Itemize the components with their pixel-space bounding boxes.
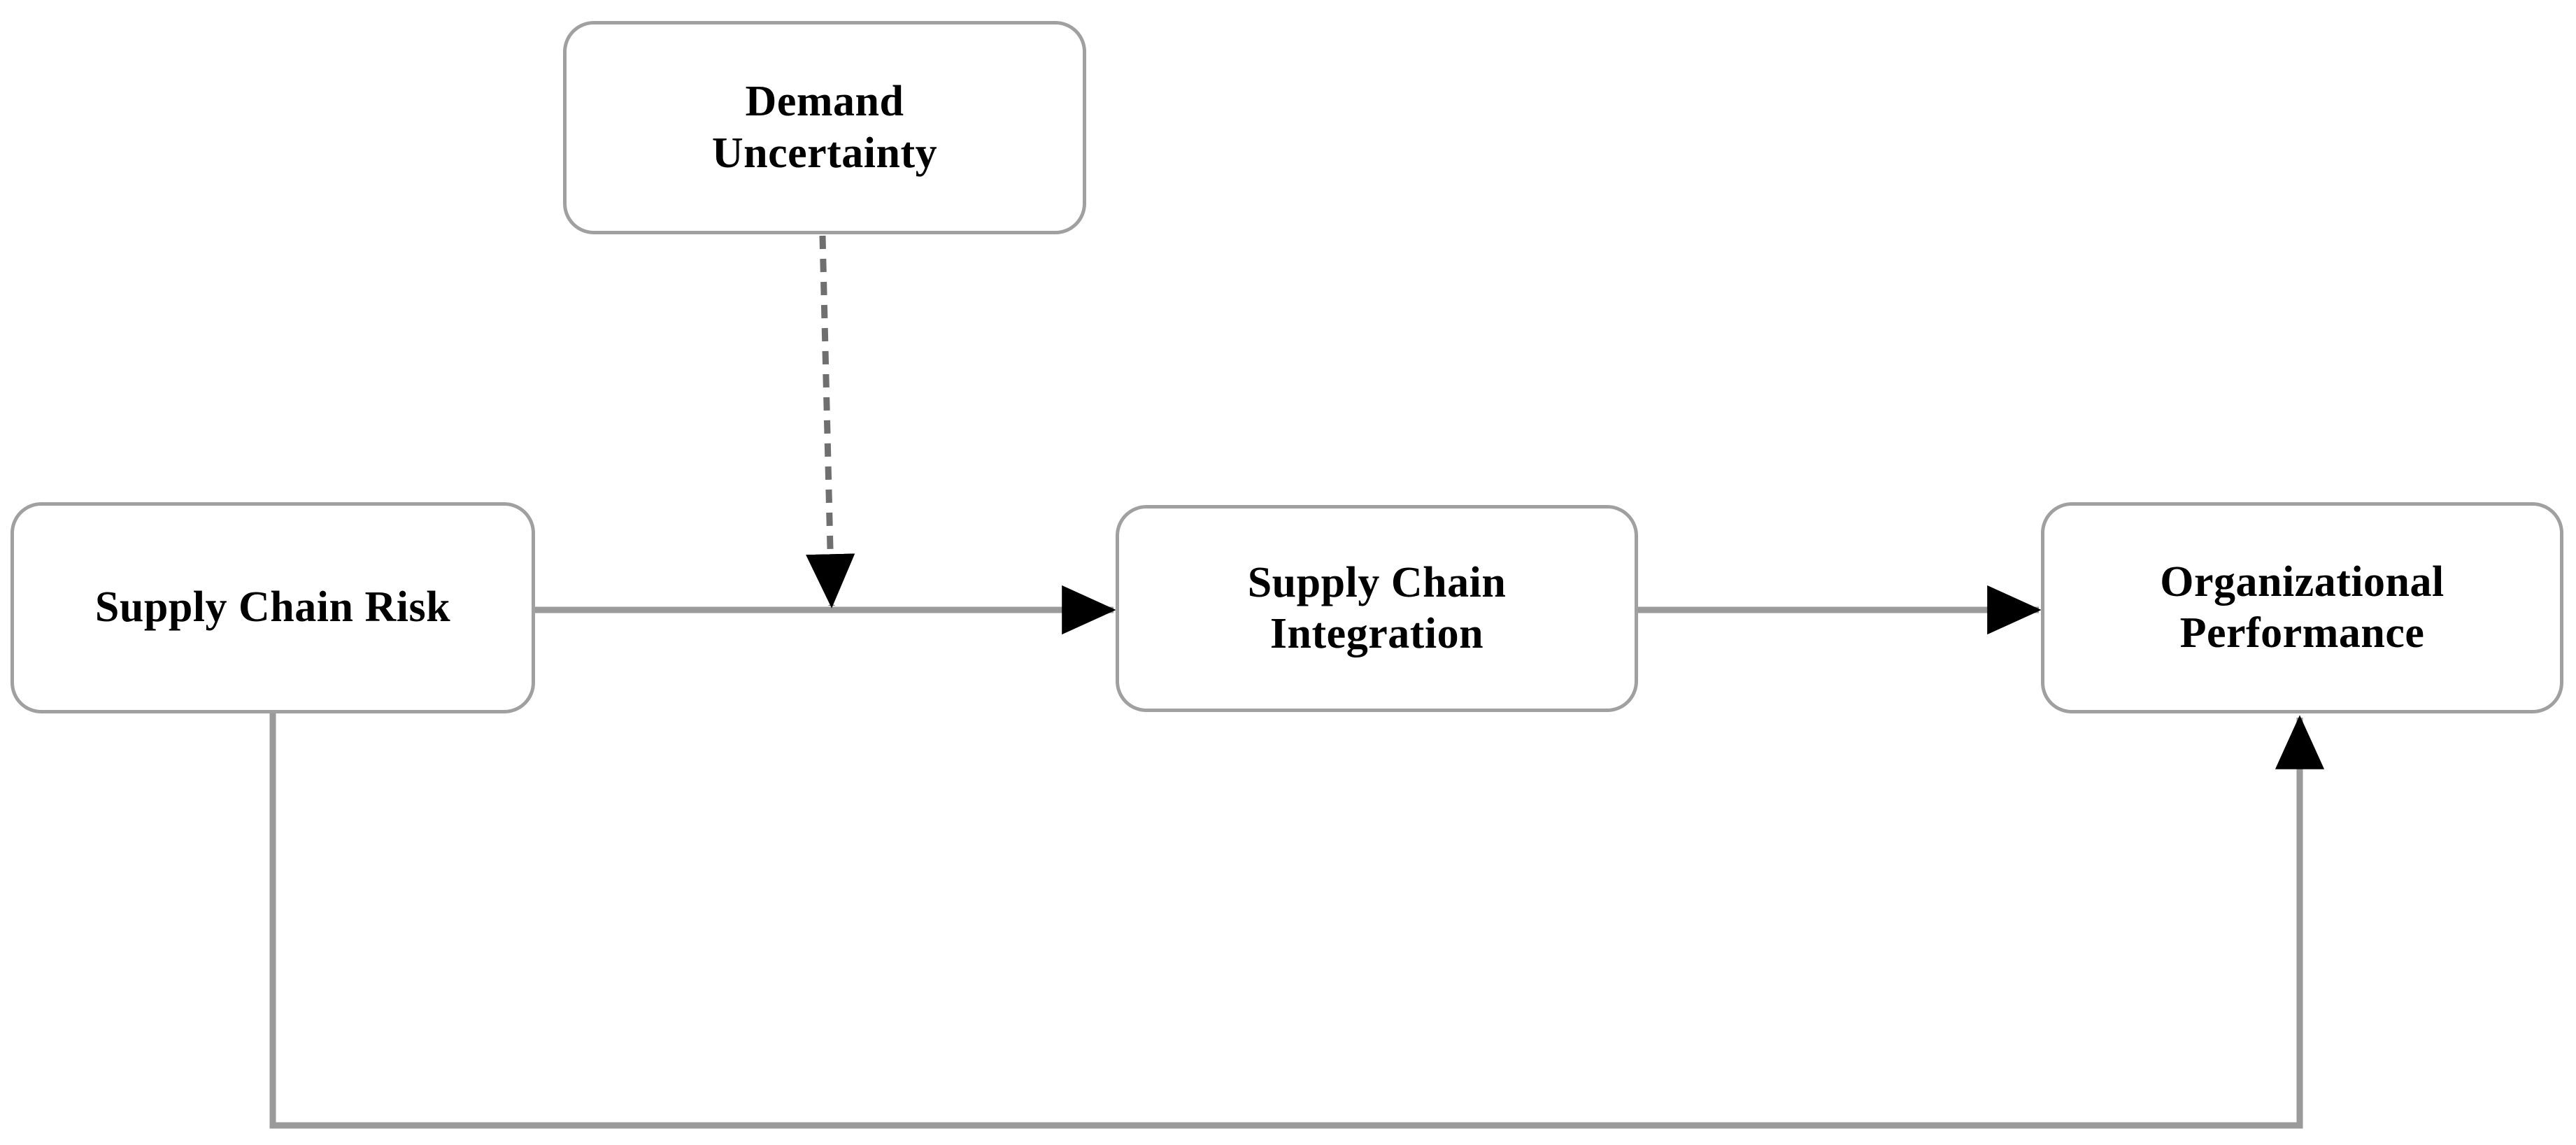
node-supply-chain-risk[interactable]: Supply Chain Risk bbox=[10, 502, 535, 713]
node-supply-chain-integration[interactable]: Supply Chain Integration bbox=[1116, 505, 1638, 712]
node-label-supply-chain-risk: Supply Chain Risk bbox=[94, 583, 451, 632]
node-label-demand-uncertainty: Demand Uncertainty bbox=[711, 78, 938, 177]
node-label-organizational-performance: Organizational Performance bbox=[2160, 557, 2445, 657]
node-organizational-performance[interactable]: Organizational Performance bbox=[2041, 502, 2563, 713]
node-label-supply-chain-integration: Supply Chain Integration bbox=[1247, 558, 1507, 657]
connector-scr-to-op bbox=[269, 713, 2325, 1129]
node-demand-uncertainty[interactable]: Demand Uncertainty bbox=[563, 21, 1086, 234]
connector-du-moderator-dashed bbox=[806, 235, 855, 609]
